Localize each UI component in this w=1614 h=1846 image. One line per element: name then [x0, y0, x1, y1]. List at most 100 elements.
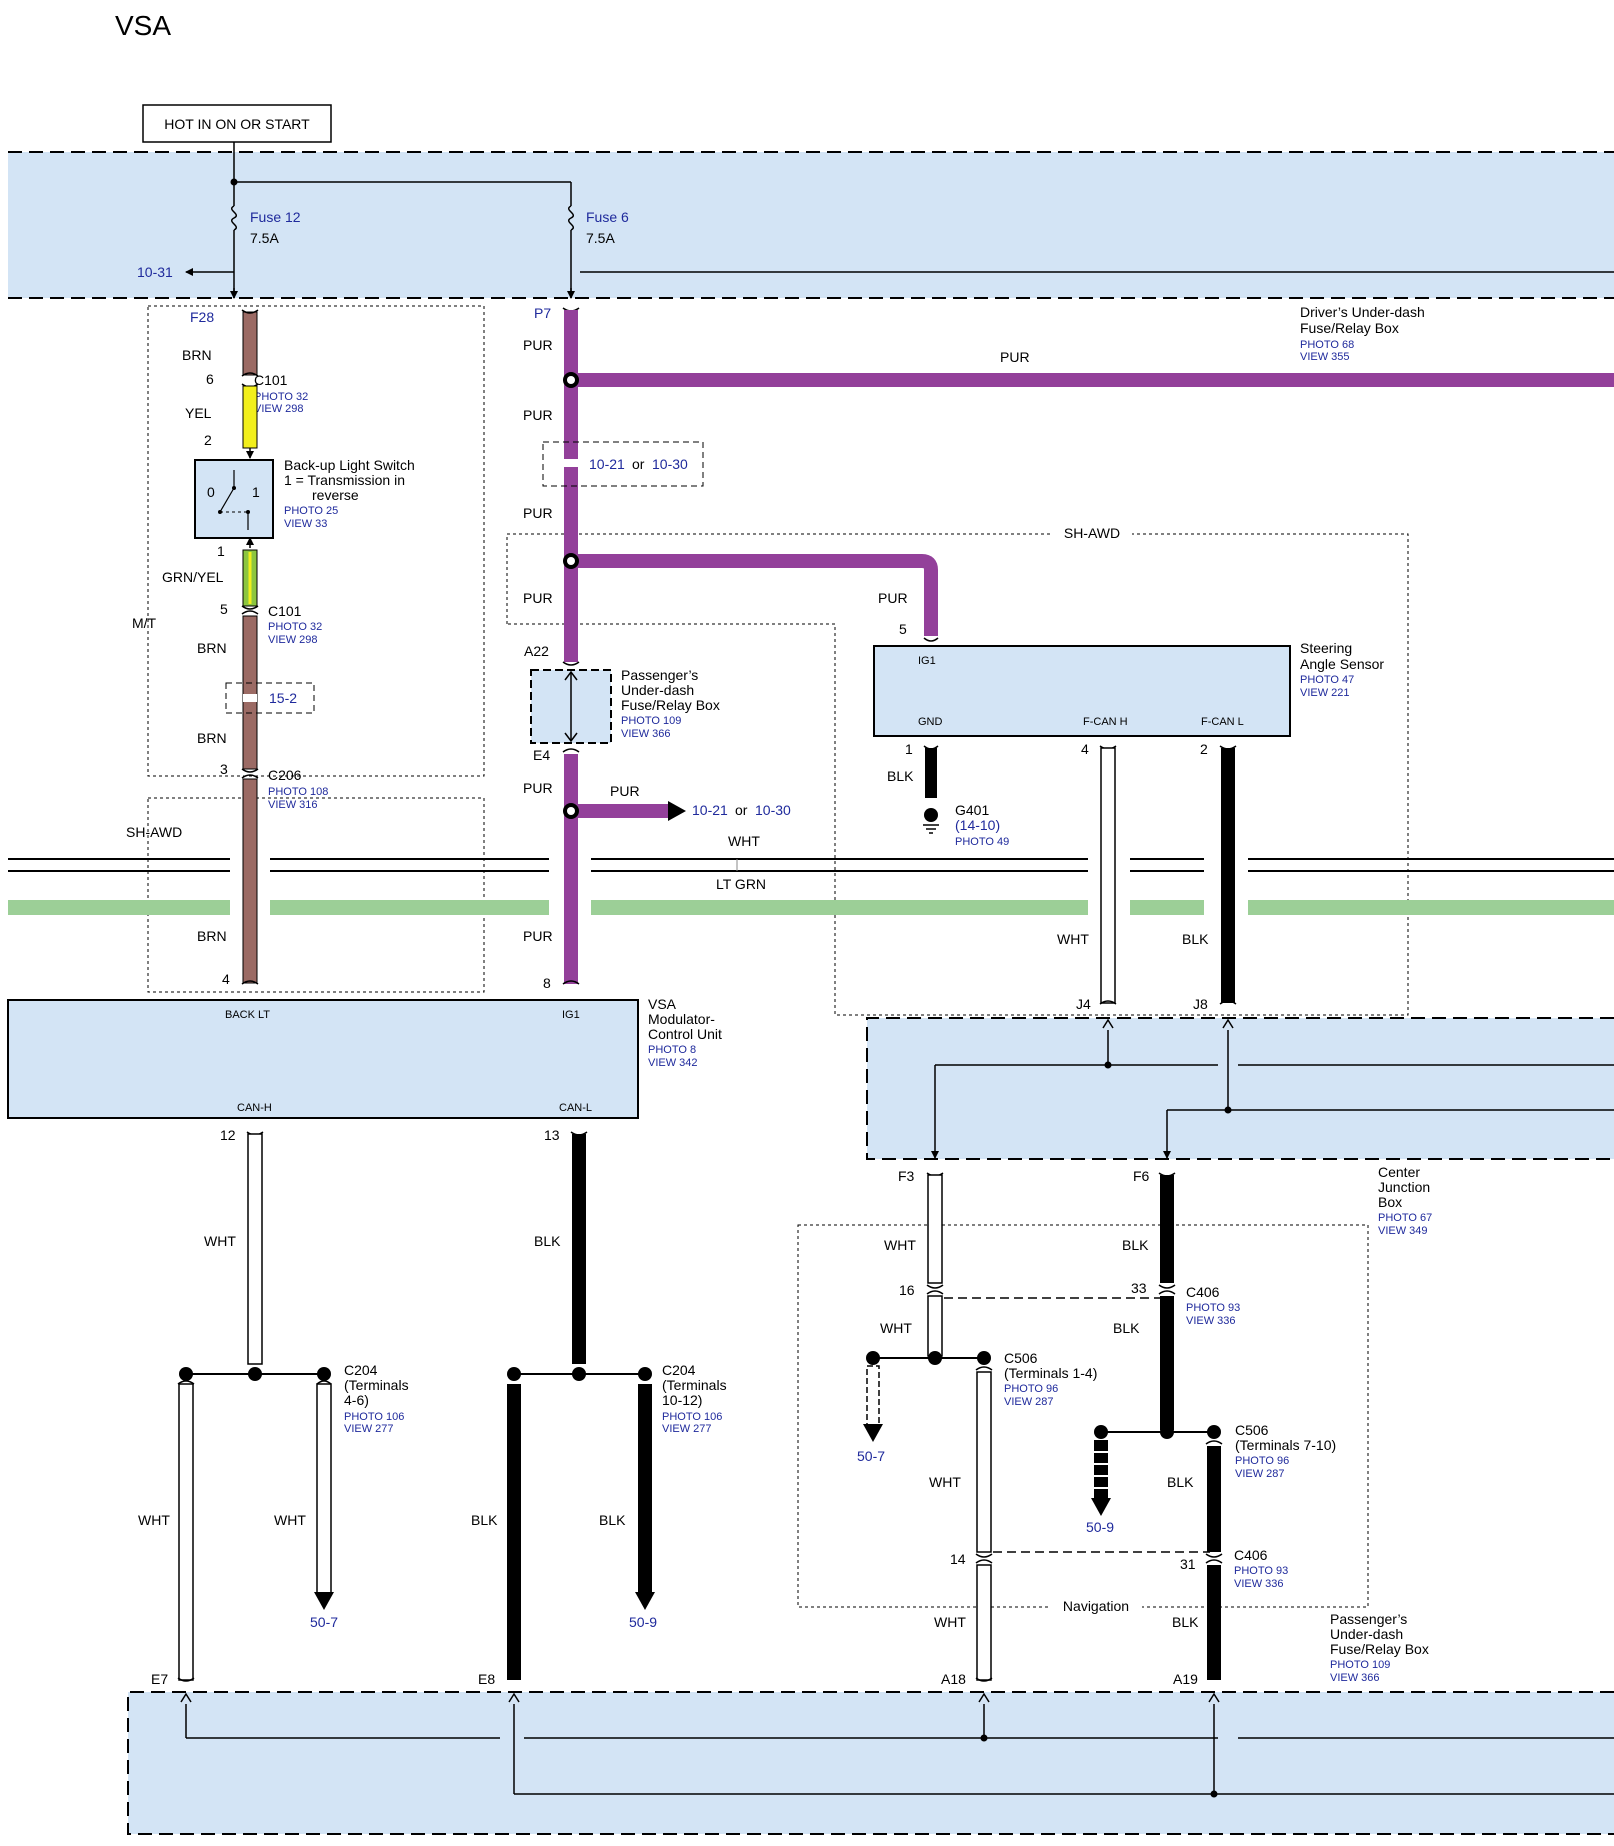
c204a-view[interactable]: VIEW 277 [344, 1423, 394, 1435]
wire-pur-steering[interactable] [571, 554, 938, 636]
wire-wht-fcanh[interactable] [1100, 747, 1116, 1004]
wire-label-wht-a18-b: WHT [934, 1614, 966, 1630]
wire-pur-branch-nav[interactable] [571, 804, 671, 818]
c204a-photo[interactable]: PHOTO 106 [344, 1411, 404, 1423]
wire-wht-a18-b[interactable] [976, 1564, 992, 1681]
link-10-21-b[interactable]: 10-21 [692, 802, 728, 818]
wire-brn-4[interactable] [242, 778, 258, 984]
wire-wht-e7[interactable] [178, 1383, 194, 1681]
drivers-box-photo[interactable]: PHOTO 68 [1300, 339, 1354, 351]
c101-bot-view[interactable]: VIEW 298 [268, 634, 318, 646]
wire-label-blk-f6: BLK [1122, 1237, 1149, 1253]
g401-photo[interactable]: PHOTO 49 [955, 836, 1009, 848]
fuse-6-rating: 7.5A [586, 230, 615, 246]
link-15-2[interactable]: 15-2 [269, 690, 297, 706]
passenger-box-view[interactable]: VIEW 366 [621, 728, 671, 740]
c406-bot-photo[interactable]: PHOTO 93 [1234, 1565, 1288, 1577]
wire-wht-f3-b[interactable] [927, 1295, 943, 1357]
c406-top-photo[interactable]: PHOTO 93 [1186, 1302, 1240, 1314]
link-50-7-b[interactable]: 50-7 [857, 1448, 885, 1464]
wire-brn-1[interactable] [242, 311, 258, 376]
link-14-10[interactable]: (14-10) [955, 817, 1000, 833]
wire-label-wht-f3-b: WHT [880, 1320, 912, 1336]
wire-blk-a19-b[interactable] [1207, 1565, 1221, 1680]
wire-brn-2[interactable] [242, 615, 258, 770]
c506b-photo[interactable]: PHOTO 96 [1235, 1455, 1289, 1467]
vsa-label-1: VSA [648, 996, 677, 1012]
wire-blk-canl[interactable] [572, 1134, 586, 1364]
wire-yel[interactable] [242, 385, 258, 449]
passenger-box2-view[interactable]: VIEW 366 [1330, 1672, 1380, 1684]
c204b-photo[interactable]: PHOTO 106 [662, 1411, 722, 1423]
passenger-box-photo[interactable]: PHOTO 109 [621, 715, 681, 727]
c506b-view[interactable]: VIEW 287 [1235, 1468, 1285, 1480]
link-10-30-a[interactable]: 10-30 [652, 456, 688, 472]
navigation-group-box [797, 1224, 1369, 1608]
terminal-f3: F3 [898, 1168, 915, 1184]
pin-1-gnd: 1 [905, 741, 913, 757]
link-10-21-a[interactable]: 10-21 [589, 456, 625, 472]
passenger-box-label-2: Under-dash [621, 682, 694, 698]
cjb-photo[interactable]: PHOTO 67 [1378, 1212, 1432, 1224]
wire-label-grnyel: GRN/YEL [162, 569, 224, 585]
link-50-7-a[interactable]: 50-7 [310, 1614, 338, 1630]
passenger-box2-photo[interactable]: PHOTO 109 [1330, 1659, 1390, 1671]
wire-label-pur-4: PUR [523, 590, 553, 606]
can-bus-wht[interactable] [8, 858, 1614, 872]
wire-blk-fcanl[interactable] [1221, 748, 1235, 1003]
wire-wht-50-7-b[interactable] [866, 1365, 880, 1427]
wire-label-blk-a19-b: BLK [1172, 1614, 1199, 1630]
link-50-9-a[interactable]: 50-9 [629, 1614, 657, 1630]
c101-top-view[interactable]: VIEW 298 [254, 403, 304, 415]
wire-label-wht-e7: WHT [138, 1512, 170, 1528]
c204a-t1: (Terminals [344, 1377, 409, 1393]
c206-view[interactable]: VIEW 316 [268, 799, 318, 811]
c406-top-name: C406 [1186, 1284, 1220, 1300]
wire-blk-50-9-b[interactable] [1094, 1440, 1108, 1500]
c406-top-view[interactable]: VIEW 336 [1186, 1315, 1236, 1327]
c101-top-photo[interactable]: PHOTO 32 [254, 391, 308, 403]
c506a-view[interactable]: VIEW 287 [1004, 1396, 1054, 1408]
cjb-view[interactable]: VIEW 349 [1378, 1225, 1428, 1237]
link-50-9-b[interactable]: 50-9 [1086, 1519, 1114, 1535]
link-10-30-b[interactable]: 10-30 [755, 802, 791, 818]
vsa-modulator-control-unit [7, 999, 639, 1119]
c506a-photo[interactable]: PHOTO 96 [1004, 1383, 1058, 1395]
wire-label-pur-3: PUR [523, 505, 553, 521]
link-box-10-21 [542, 441, 704, 487]
wire-wht-f3[interactable] [927, 1174, 943, 1284]
pin-16: 16 [899, 1282, 915, 1298]
vsa-can-l: CAN-L [559, 1102, 592, 1114]
wire-pur-branch-right[interactable] [571, 373, 1614, 387]
c204b-t2: 10-12) [662, 1392, 702, 1408]
wire-blk-50-9-a[interactable] [638, 1384, 652, 1594]
pin-14: 14 [950, 1551, 966, 1567]
wire-blk-e8[interactable] [507, 1384, 521, 1680]
wire-blk-f6-b[interactable] [1160, 1296, 1174, 1430]
mt-group-box [147, 305, 485, 777]
c406-bot-view[interactable]: VIEW 336 [1234, 1578, 1284, 1590]
wire-wht-50-7-a[interactable] [316, 1383, 332, 1595]
switch-label-3: reverse [312, 487, 359, 503]
wire-wht-a18[interactable] [976, 1371, 992, 1553]
switch-photo[interactable]: PHOTO 25 [284, 505, 338, 517]
link-10-31[interactable]: 10-31 [137, 264, 173, 280]
wire-blk-f6[interactable] [1160, 1175, 1174, 1283]
vsa-view[interactable]: VIEW 342 [648, 1057, 698, 1069]
link-or-a: or [632, 456, 645, 472]
wire-wht-canh[interactable] [247, 1133, 263, 1365]
wire-blk-a19[interactable] [1207, 1446, 1221, 1552]
wire-label-pur-steering: PUR [878, 590, 908, 606]
vsa-photo[interactable]: PHOTO 8 [648, 1044, 696, 1056]
c204b-view[interactable]: VIEW 277 [662, 1423, 712, 1435]
vsa-can-h: CAN-H [237, 1102, 272, 1114]
steering-photo[interactable]: PHOTO 47 [1300, 674, 1354, 686]
wire-blk-gnd[interactable] [925, 748, 937, 798]
switch-view[interactable]: VIEW 33 [284, 518, 327, 530]
drivers-box-view[interactable]: VIEW 355 [1300, 351, 1350, 363]
c101-bot-photo[interactable]: PHOTO 32 [268, 621, 322, 633]
can-bus-ltgrn[interactable] [8, 900, 1614, 915]
c206-photo[interactable]: PHOTO 108 [268, 786, 328, 798]
steering-view[interactable]: VIEW 221 [1300, 687, 1350, 699]
wire-pur-lower[interactable] [564, 754, 578, 984]
